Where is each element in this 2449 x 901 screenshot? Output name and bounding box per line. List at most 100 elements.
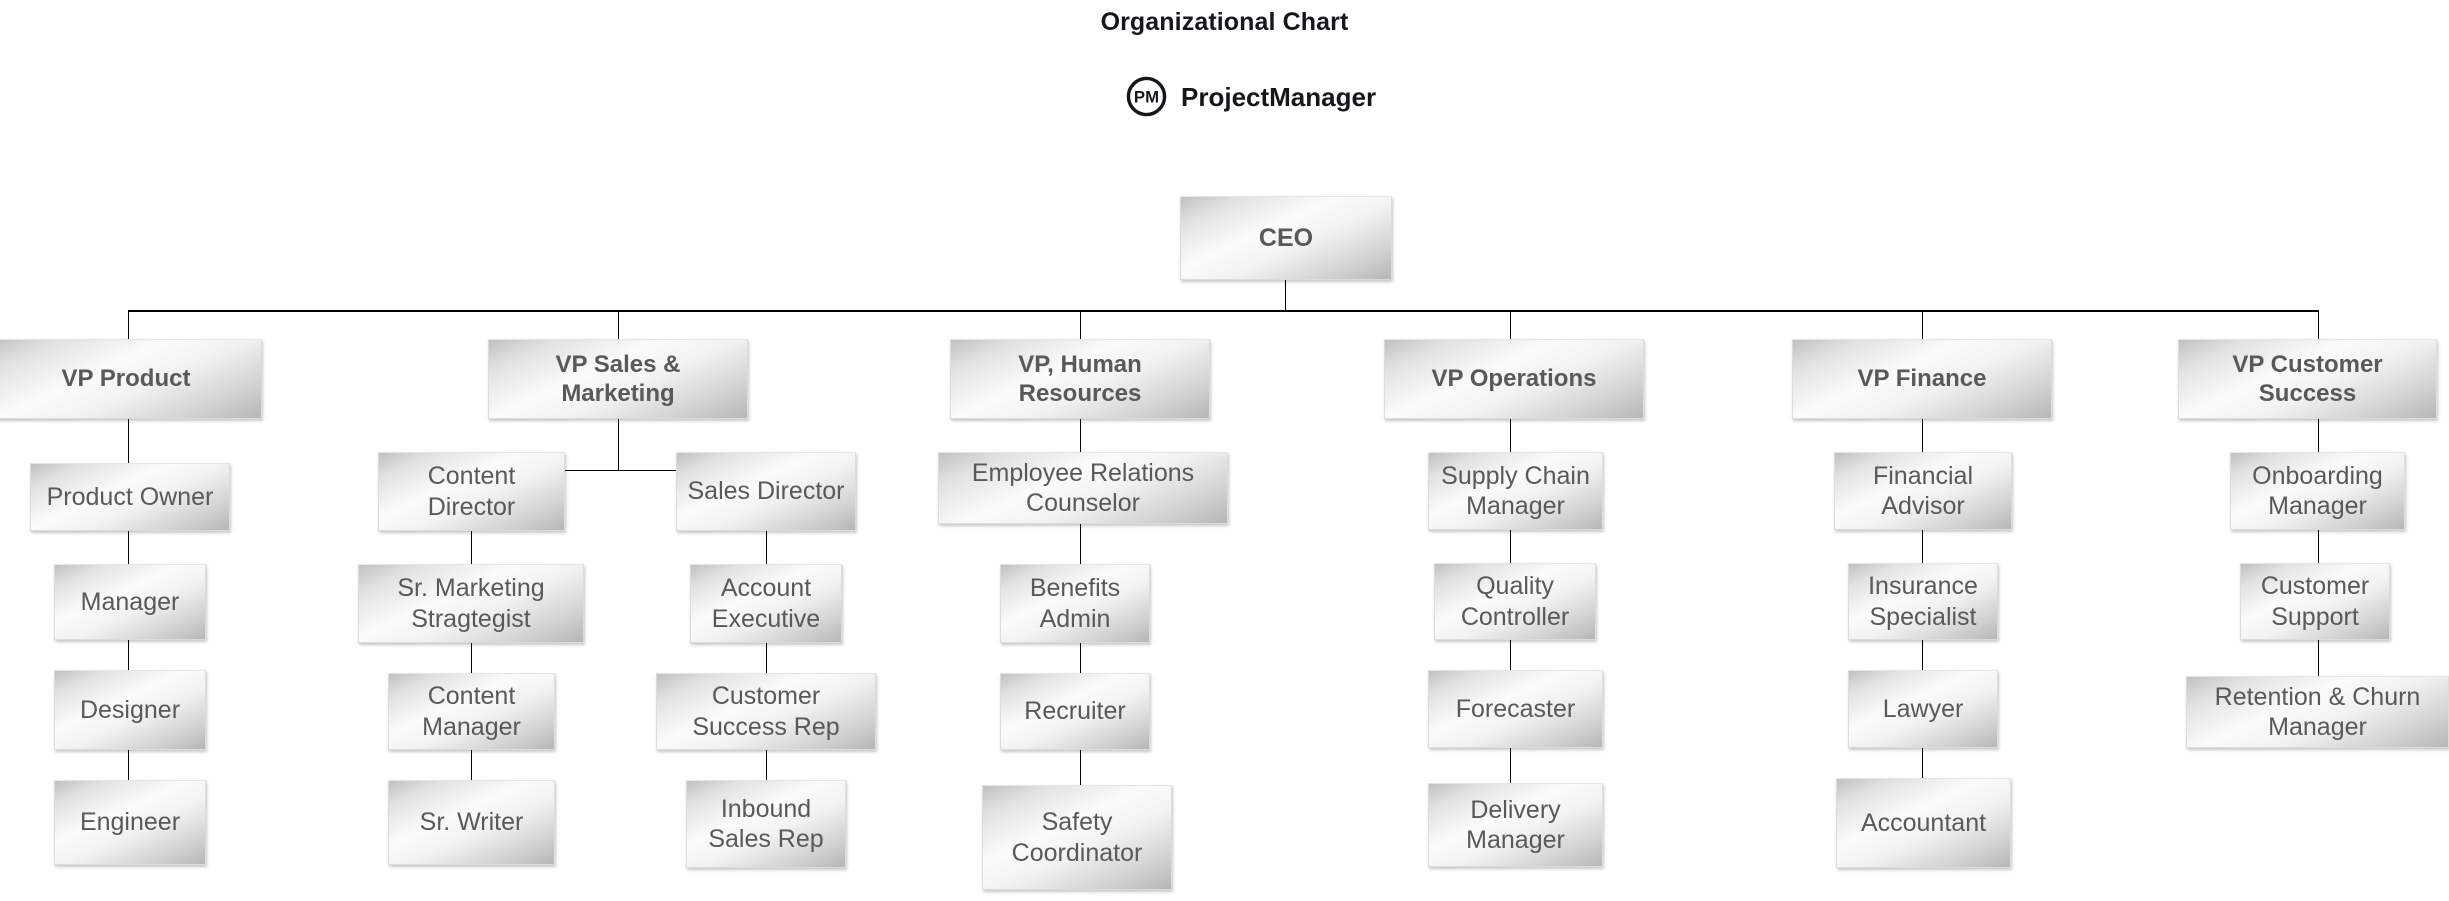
node-vp-finance[interactable]: VP Finance — [1792, 339, 2052, 419]
connector-ops-1 — [1510, 419, 1511, 452]
node-label: Safety Coordinator — [1011, 808, 1143, 867]
node-content-director[interactable]: Content Director — [378, 452, 565, 531]
node-sales-director[interactable]: Sales Director — [676, 452, 856, 531]
node-label: Insurance Specialist — [1868, 572, 1978, 631]
node-label: Manager — [80, 587, 180, 616]
connector-content-2 — [471, 643, 472, 673]
node-delivery-manager[interactable]: Delivery Manager — [1428, 783, 1603, 867]
node-label: CEO — [1258, 223, 1314, 252]
projectmanager-logo-icon: PM — [1126, 76, 1167, 117]
connector-product-1 — [128, 419, 129, 463]
node-customer-support[interactable]: Customer Support — [2240, 563, 2390, 640]
node-engineer[interactable]: Engineer — [54, 780, 206, 865]
node-quality-controller[interactable]: Quality Controller — [1434, 563, 1596, 640]
connector-drop-vp-human-resources — [1080, 310, 1081, 340]
node-insurance-specialist[interactable]: Insurance Specialist — [1848, 563, 1998, 640]
connector-ceo-stem — [1285, 280, 1286, 311]
node-accountant[interactable]: Accountant — [1836, 778, 2011, 868]
node-label: Recruiter — [1024, 697, 1126, 726]
node-label: Sales Director — [687, 477, 845, 506]
node-label: Inbound Sales Rep — [708, 794, 824, 854]
node-label: Content Manager — [422, 682, 521, 741]
node-label: Engineer — [79, 808, 181, 837]
node-recruiter[interactable]: Recruiter — [1000, 673, 1150, 750]
connector-content-1 — [471, 531, 472, 564]
node-vp-product[interactable]: VP Product — [0, 339, 262, 419]
connector-sales-2 — [766, 643, 767, 673]
node-benefits-admin[interactable]: Benefits Admin — [1000, 564, 1150, 643]
node-label: Account Executive — [711, 574, 821, 633]
node-manager[interactable]: Manager — [54, 564, 206, 640]
node-label: Designer — [79, 695, 181, 724]
node-product-owner[interactable]: Product Owner — [30, 463, 230, 531]
node-inbound-sales-rep[interactable]: Inbound Sales Rep — [686, 780, 846, 868]
node-retention-churn-manager[interactable]: Retention & Churn Manager — [2186, 676, 2449, 748]
node-sr-marketing-strategist[interactable]: Sr. Marketing Stragtegist — [358, 564, 584, 643]
node-lawyer[interactable]: Lawyer — [1848, 670, 1998, 748]
node-label: Forecaster — [1455, 694, 1576, 723]
connector-cs-1 — [2318, 419, 2319, 452]
node-label: VP Product — [61, 365, 191, 393]
node-label: Accountant — [1860, 808, 1987, 837]
connector-ops-3 — [1510, 640, 1511, 670]
node-label: Content Director — [427, 462, 516, 521]
connector-content-3 — [471, 750, 472, 780]
svg-text:PM: PM — [1134, 87, 1159, 106]
node-sr-writer[interactable]: Sr. Writer — [388, 780, 555, 865]
node-vp-operations[interactable]: VP Operations — [1384, 339, 1644, 419]
connector-product-2 — [128, 531, 129, 564]
node-designer[interactable]: Designer — [54, 670, 206, 750]
connector-drop-vp-sales-marketing — [618, 310, 619, 340]
connector-drop-vp-customer-success — [2318, 310, 2319, 340]
node-label: VP Customer Success — [2232, 350, 2383, 407]
node-vp-customer-success[interactable]: VP Customer Success — [2178, 339, 2437, 419]
node-safety-coordinator[interactable]: Safety Coordinator — [982, 785, 1172, 890]
connector-product-4 — [128, 750, 129, 780]
brand-logo: PM ProjectManager — [1125, 75, 1376, 118]
node-label: VP Operations — [1431, 365, 1597, 393]
connector-fin-3 — [1922, 640, 1923, 670]
brand-name: ProjectManager — [1181, 81, 1377, 112]
connector-hr-1 — [1080, 419, 1081, 452]
node-vp-sales-marketing[interactable]: VP Sales & Marketing — [488, 339, 748, 419]
node-label: Product Owner — [46, 482, 214, 511]
node-financial-advisor[interactable]: Financial Advisor — [1834, 452, 2012, 530]
connector-sales-1 — [766, 531, 767, 564]
node-label: Customer Success Rep — [692, 682, 840, 741]
node-supply-chain-manager[interactable]: Supply Chain Manager — [1428, 452, 1603, 530]
connector-cs-3 — [2318, 640, 2319, 676]
node-label: Benefits Admin — [1029, 574, 1121, 633]
node-label: Financial Advisor — [1872, 461, 1974, 521]
node-content-manager[interactable]: Content Manager — [388, 673, 555, 750]
connector-sales-branch-bus — [471, 470, 766, 471]
node-forecaster[interactable]: Forecaster — [1428, 670, 1603, 748]
node-label: Retention & Churn Manager — [2214, 682, 2421, 742]
node-label: Onboarding Manager — [2252, 461, 2383, 521]
node-label: VP, Human Resources — [1018, 350, 1142, 407]
node-onboarding-manager[interactable]: Onboarding Manager — [2230, 452, 2405, 530]
node-label: VP Sales & Marketing — [555, 350, 681, 407]
node-employee-relations-counselor[interactable]: Employee Relations Counselor — [938, 452, 1228, 524]
connector-hr-2 — [1080, 524, 1081, 564]
node-label: Sr. Writer — [419, 808, 524, 837]
node-label: Supply Chain Manager — [1441, 461, 1590, 521]
node-label: Customer Support — [2260, 572, 2370, 631]
node-label: Sr. Marketing Stragtegist — [397, 574, 545, 633]
connector-sales-3 — [766, 750, 767, 780]
node-label: Employee Relations Counselor — [971, 458, 1195, 518]
connector-drop-vp-finance — [1922, 310, 1923, 340]
connector-fin-2 — [1922, 530, 1923, 563]
connector-fin-4 — [1922, 748, 1923, 778]
node-vp-human-resources[interactable]: VP, Human Resources — [950, 339, 1210, 419]
node-label: VP Finance — [1857, 365, 1987, 393]
node-account-executive[interactable]: Account Executive — [690, 564, 842, 643]
connector-hr-4 — [1080, 750, 1081, 785]
connector-ops-2 — [1510, 530, 1511, 563]
connector-hr-3 — [1080, 643, 1081, 673]
node-label: Quality Controller — [1460, 572, 1570, 631]
connector-sales-stem — [618, 419, 619, 470]
node-customer-success-rep[interactable]: Customer Success Rep — [656, 673, 876, 750]
node-ceo[interactable]: CEO — [1180, 196, 1392, 280]
connector-cs-2 — [2318, 530, 2319, 563]
